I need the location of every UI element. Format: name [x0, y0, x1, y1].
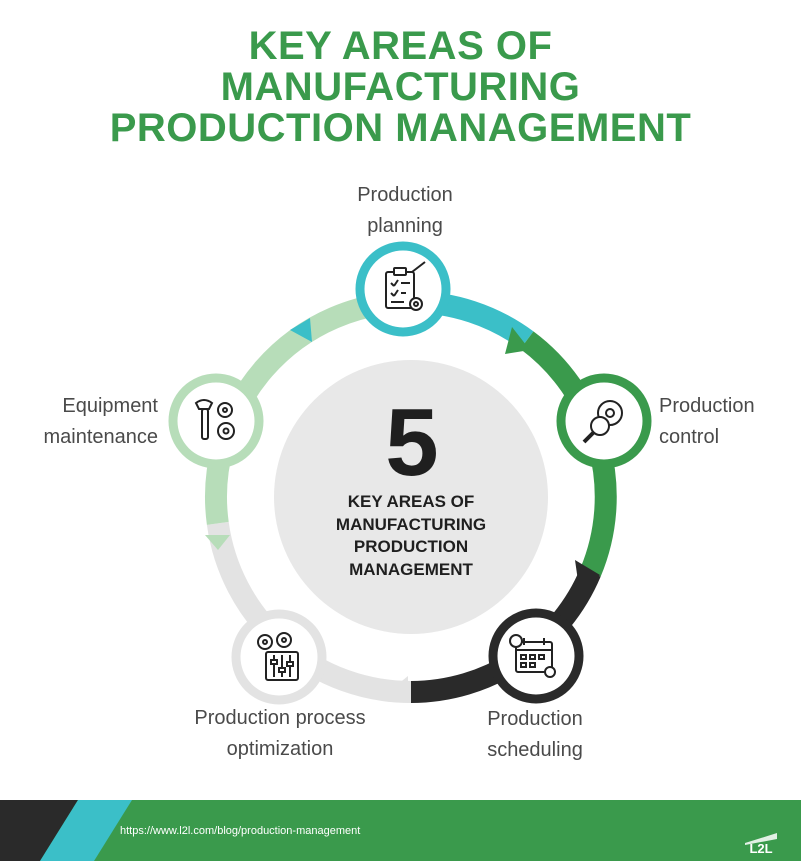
center-caption-line: MANUFACTURING	[335, 514, 487, 534]
node-production-process-optimization	[231, 609, 327, 705]
center-number: 5	[385, 389, 439, 496]
label-production-scheduling: Production scheduling	[472, 704, 598, 766]
label-line: Equipment	[62, 395, 158, 417]
label-production-control: Production control	[659, 391, 789, 453]
label-line: scheduling	[487, 739, 583, 761]
page-title: KEY AREAS OF MANUFACTURING PRODUCTION MA…	[0, 26, 801, 149]
center-caption-line: PRODUCTION	[353, 537, 469, 556]
wrench-gears-icon	[194, 399, 235, 440]
label-line: planning	[367, 215, 443, 237]
label-line: optimization	[226, 738, 334, 760]
center-caption: KEY AREAS OF MANUFACTURING PRODUCTION MA…	[300, 491, 522, 581]
center-caption-line: KEY AREAS OF	[347, 492, 475, 511]
arrow-head-5	[290, 318, 312, 342]
arrow-head-2	[575, 560, 600, 595]
footer-url: https://www.l2l.com/blog/production-mana…	[120, 825, 361, 837]
node-equipment-maintenance	[168, 373, 264, 469]
arrow-head-3	[392, 676, 408, 702]
label-line: Production	[487, 708, 583, 730]
center-caption-line: MANAGEMENT	[349, 559, 473, 579]
arrow-head-1	[505, 327, 530, 354]
title-line-3: PRODUCTION MANAGEMENT	[109, 106, 692, 150]
label-line: control	[659, 426, 720, 448]
label-production-process-optimization: Production process optimization	[174, 703, 386, 765]
title-line-1: KEY AREAS OF	[248, 24, 553, 68]
footer-band	[0, 800, 801, 861]
center-disc	[274, 360, 548, 634]
title-line-2: MANUFACTURING	[220, 65, 581, 109]
magnifier-gears-icon	[582, 400, 623, 444]
clipboard-gear-icon	[385, 261, 426, 311]
node-production-control	[556, 373, 652, 469]
label-line: Production	[357, 184, 453, 206]
label-line: Production	[659, 395, 755, 417]
node-production-scheduling	[488, 608, 584, 704]
logo-text: L2L	[749, 841, 772, 855]
label-line: Production process	[194, 707, 366, 729]
label-production-planning: Production planning	[330, 180, 480, 242]
node-production-planning	[355, 241, 451, 337]
calendar-gear-icon	[509, 634, 556, 678]
arrow-head-4	[205, 535, 230, 550]
sliders-gears-icon	[257, 632, 299, 681]
label-line: maintenance	[43, 426, 158, 448]
l2l-logo: L2L	[745, 833, 777, 855]
label-equipment-maintenance: Equipment maintenance	[16, 391, 158, 453]
